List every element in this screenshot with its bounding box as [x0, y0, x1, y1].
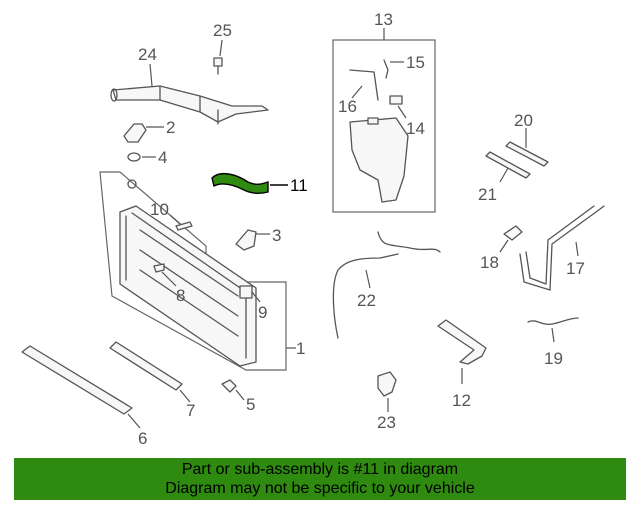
callout-6[interactable]: 6 — [138, 429, 147, 448]
part-22-hose — [332, 231, 441, 339]
lead-6 — [127, 413, 141, 429]
part-25-bolt — [213, 57, 223, 75]
callout-2[interactable]: 2 — [166, 118, 175, 137]
callout-17[interactable]: 17 — [566, 259, 585, 278]
part-20-tube — [505, 141, 549, 167]
lead-14 — [397, 105, 407, 119]
lead-9 — [251, 291, 261, 303]
part-3-bracket — [235, 229, 257, 251]
lead-22 — [365, 269, 371, 289]
callout-16[interactable]: 16 — [338, 97, 357, 116]
part-16-hose — [349, 69, 379, 101]
part-4-o-ring — [127, 152, 141, 162]
part-24-pipe-bracket — [110, 85, 269, 125]
callout-15[interactable]: 15 — [406, 53, 425, 72]
part-13-reservoir-tank — [349, 117, 409, 203]
callout-4[interactable]: 4 — [158, 148, 167, 167]
part-21-tube — [485, 151, 531, 179]
lead-25 — [219, 39, 223, 57]
part-1-radiator-core — [119, 179, 257, 367]
callout-8[interactable]: 8 — [176, 286, 185, 305]
callout-19[interactable]: 19 — [544, 349, 563, 368]
part-19-hose — [527, 317, 579, 325]
callout-5[interactable]: 5 — [246, 395, 255, 414]
lead-18 — [499, 239, 509, 253]
lead-8 — [161, 271, 177, 287]
part-23-fitting — [377, 371, 397, 397]
callout-24[interactable]: 24 — [138, 45, 157, 64]
callout-20[interactable]: 20 — [514, 111, 533, 130]
part-12-lower-hose — [437, 319, 487, 365]
part-1-radiator-outline — [99, 171, 287, 371]
callout-25[interactable]: 25 — [213, 21, 232, 40]
callout-12[interactable]: 12 — [452, 391, 471, 410]
callout-14[interactable]: 14 — [406, 119, 425, 138]
banner-line-2: Diagram may not be specific to your vehi… — [165, 480, 475, 497]
callout-13[interactable]: 13 — [374, 10, 393, 29]
part-7-seal — [109, 341, 183, 391]
callout-11[interactable]: 11 — [290, 176, 308, 195]
exploded-parts-diagram: 24 25 2 4 1 10 3 8 9 6 7 — [21, 10, 605, 448]
callout-22[interactable]: 22 — [357, 291, 376, 310]
lead-19 — [551, 327, 555, 343]
callout-9[interactable]: 9 — [258, 303, 267, 322]
callout-10[interactable]: 10 — [150, 200, 169, 219]
lead-7 — [179, 389, 191, 403]
lead-16 — [351, 85, 363, 99]
lead-17 — [575, 241, 579, 257]
callout-21[interactable]: 21 — [478, 185, 497, 204]
callout-23[interactable]: 23 — [377, 413, 396, 432]
part-17-pipe — [519, 205, 605, 291]
lead-21 — [499, 167, 509, 183]
callout-18[interactable]: 18 — [480, 253, 499, 272]
part-18-fitting — [503, 225, 523, 241]
lead-24 — [149, 63, 153, 87]
part-8-drain-plug — [153, 263, 165, 273]
callout-3[interactable]: 3 — [272, 226, 281, 245]
info-banner: Part or sub-assembly is #11 in diagram D… — [14, 458, 626, 500]
banner-line-1: Part or sub-assembly is #11 in diagram — [181, 461, 459, 478]
callout-1[interactable]: 1 — [296, 339, 305, 358]
part-5-cushion — [221, 379, 237, 393]
part-14-cap — [389, 95, 403, 105]
part-10-bracket — [175, 221, 193, 231]
part-2-clip — [123, 123, 147, 143]
part-15-clamp — [383, 59, 389, 79]
lead-5 — [235, 389, 245, 401]
lead-10 — [169, 214, 181, 225]
part-11-radiator-hose[interactable] — [211, 172, 269, 195]
part-6-seal — [21, 345, 133, 415]
callout-7[interactable]: 7 — [186, 401, 195, 420]
